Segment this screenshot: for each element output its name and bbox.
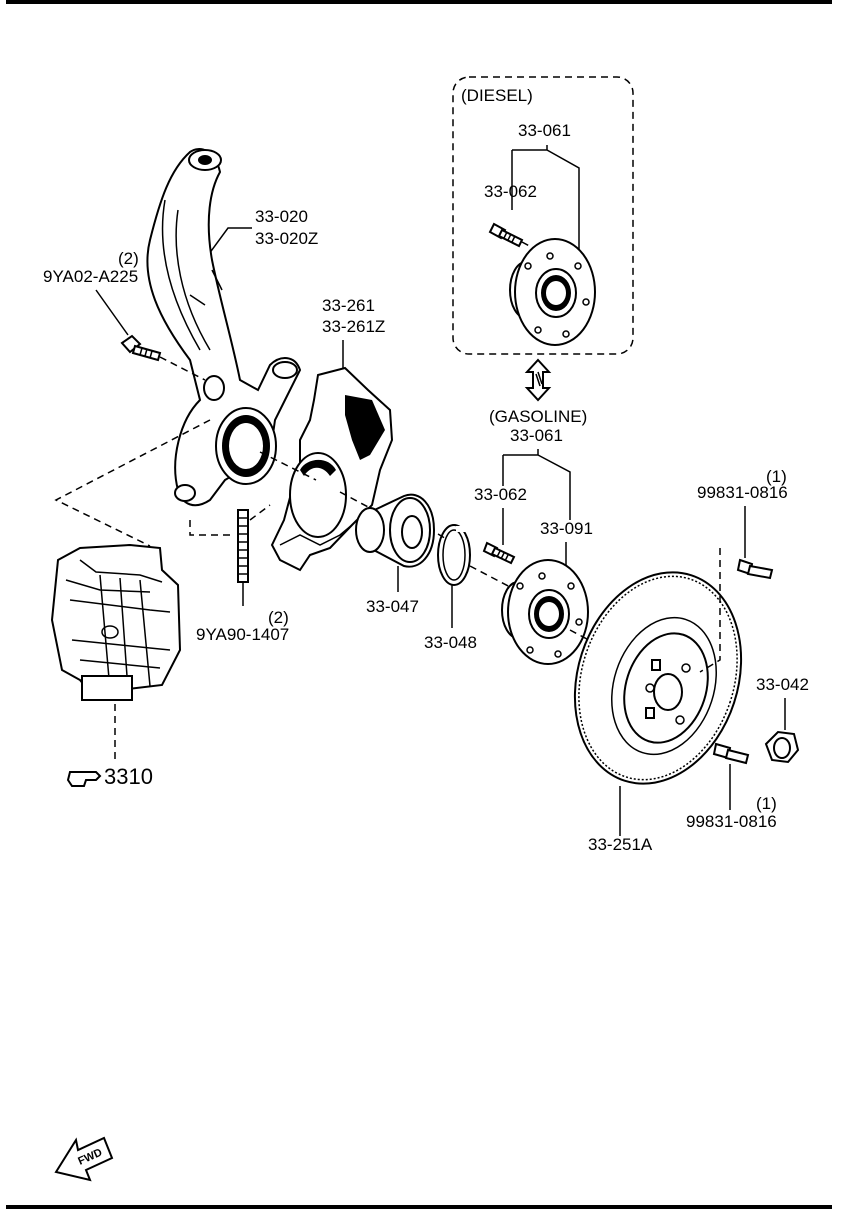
top-border — [6, 0, 832, 4]
dust-cover-label-2: 33-261Z — [322, 317, 385, 336]
disc-screw-bottom-qty: (1) — [756, 794, 777, 813]
knuckle-bolt — [120, 334, 206, 381]
gasoline-hub — [501, 559, 589, 665]
snap-ring-label: 33-048 — [424, 633, 477, 652]
diesel-hub-bolt-label: 33-062 — [484, 182, 537, 201]
stud-qty: (2) — [268, 608, 289, 627]
fwd-arrow-icon: FWD — [54, 1136, 114, 1182]
stud-code: 9YA90-1407 — [196, 625, 289, 644]
gasoline-hub-leader — [502, 449, 571, 520]
diesel-hub — [509, 238, 596, 346]
wheel-bearing — [355, 493, 436, 568]
diesel-hub-bolt — [488, 222, 549, 257]
diesel-hub-leader — [512, 145, 580, 268]
gasoline-hub-bolt — [482, 541, 516, 565]
steering-knuckle — [146, 148, 302, 507]
brake-disc-label: 33-251A — [588, 835, 653, 854]
disc-screw-top-code: 99831-0816 — [697, 483, 788, 502]
diesel-label: (DIESEL) — [461, 86, 533, 105]
disc-screw-bottom-code: 99831-0816 — [686, 812, 777, 831]
hub-nut-label: 33-042 — [756, 675, 809, 694]
snap-ring — [437, 524, 471, 586]
stud — [237, 509, 249, 606]
knuckle-label-2: 33-020Z — [255, 229, 318, 248]
diesel-box — [452, 76, 634, 355]
gasoline-hub-label: 33-061 — [510, 426, 563, 445]
disc-screw-bottom — [712, 742, 750, 765]
brake-disc — [573, 571, 743, 785]
bearing-label: 33-047 — [366, 597, 419, 616]
disc-screw-top-qty: (1) — [766, 467, 787, 486]
hub-flange-label: 33-091 — [540, 519, 593, 538]
gasoline-hub-bolt-label: 33-062 — [474, 485, 527, 504]
dust-cover — [270, 366, 394, 572]
disc-screw-top — [699, 548, 774, 673]
dust-cover-label-1: 33-261 — [322, 296, 375, 315]
knuckle-bolt-code: 9YA02-A225 — [43, 267, 138, 286]
pointing-hand-icon — [66, 771, 102, 787]
double-arrow-icon — [524, 358, 552, 402]
axis-line — [259, 451, 691, 695]
knuckle-bolt-qty: (2) — [118, 249, 139, 268]
knuckle-label-1: 33-020 — [255, 207, 308, 226]
caliper-ref-label: 3310 — [104, 764, 153, 789]
diesel-hub-label: 33-061 — [518, 121, 571, 140]
caliper-mount-dashes — [54, 419, 271, 547]
hub-nut — [764, 730, 800, 764]
bottom-border — [6, 1205, 832, 1209]
gasoline-label: (GASOLINE) — [489, 407, 587, 426]
brake-caliper — [50, 543, 182, 701]
